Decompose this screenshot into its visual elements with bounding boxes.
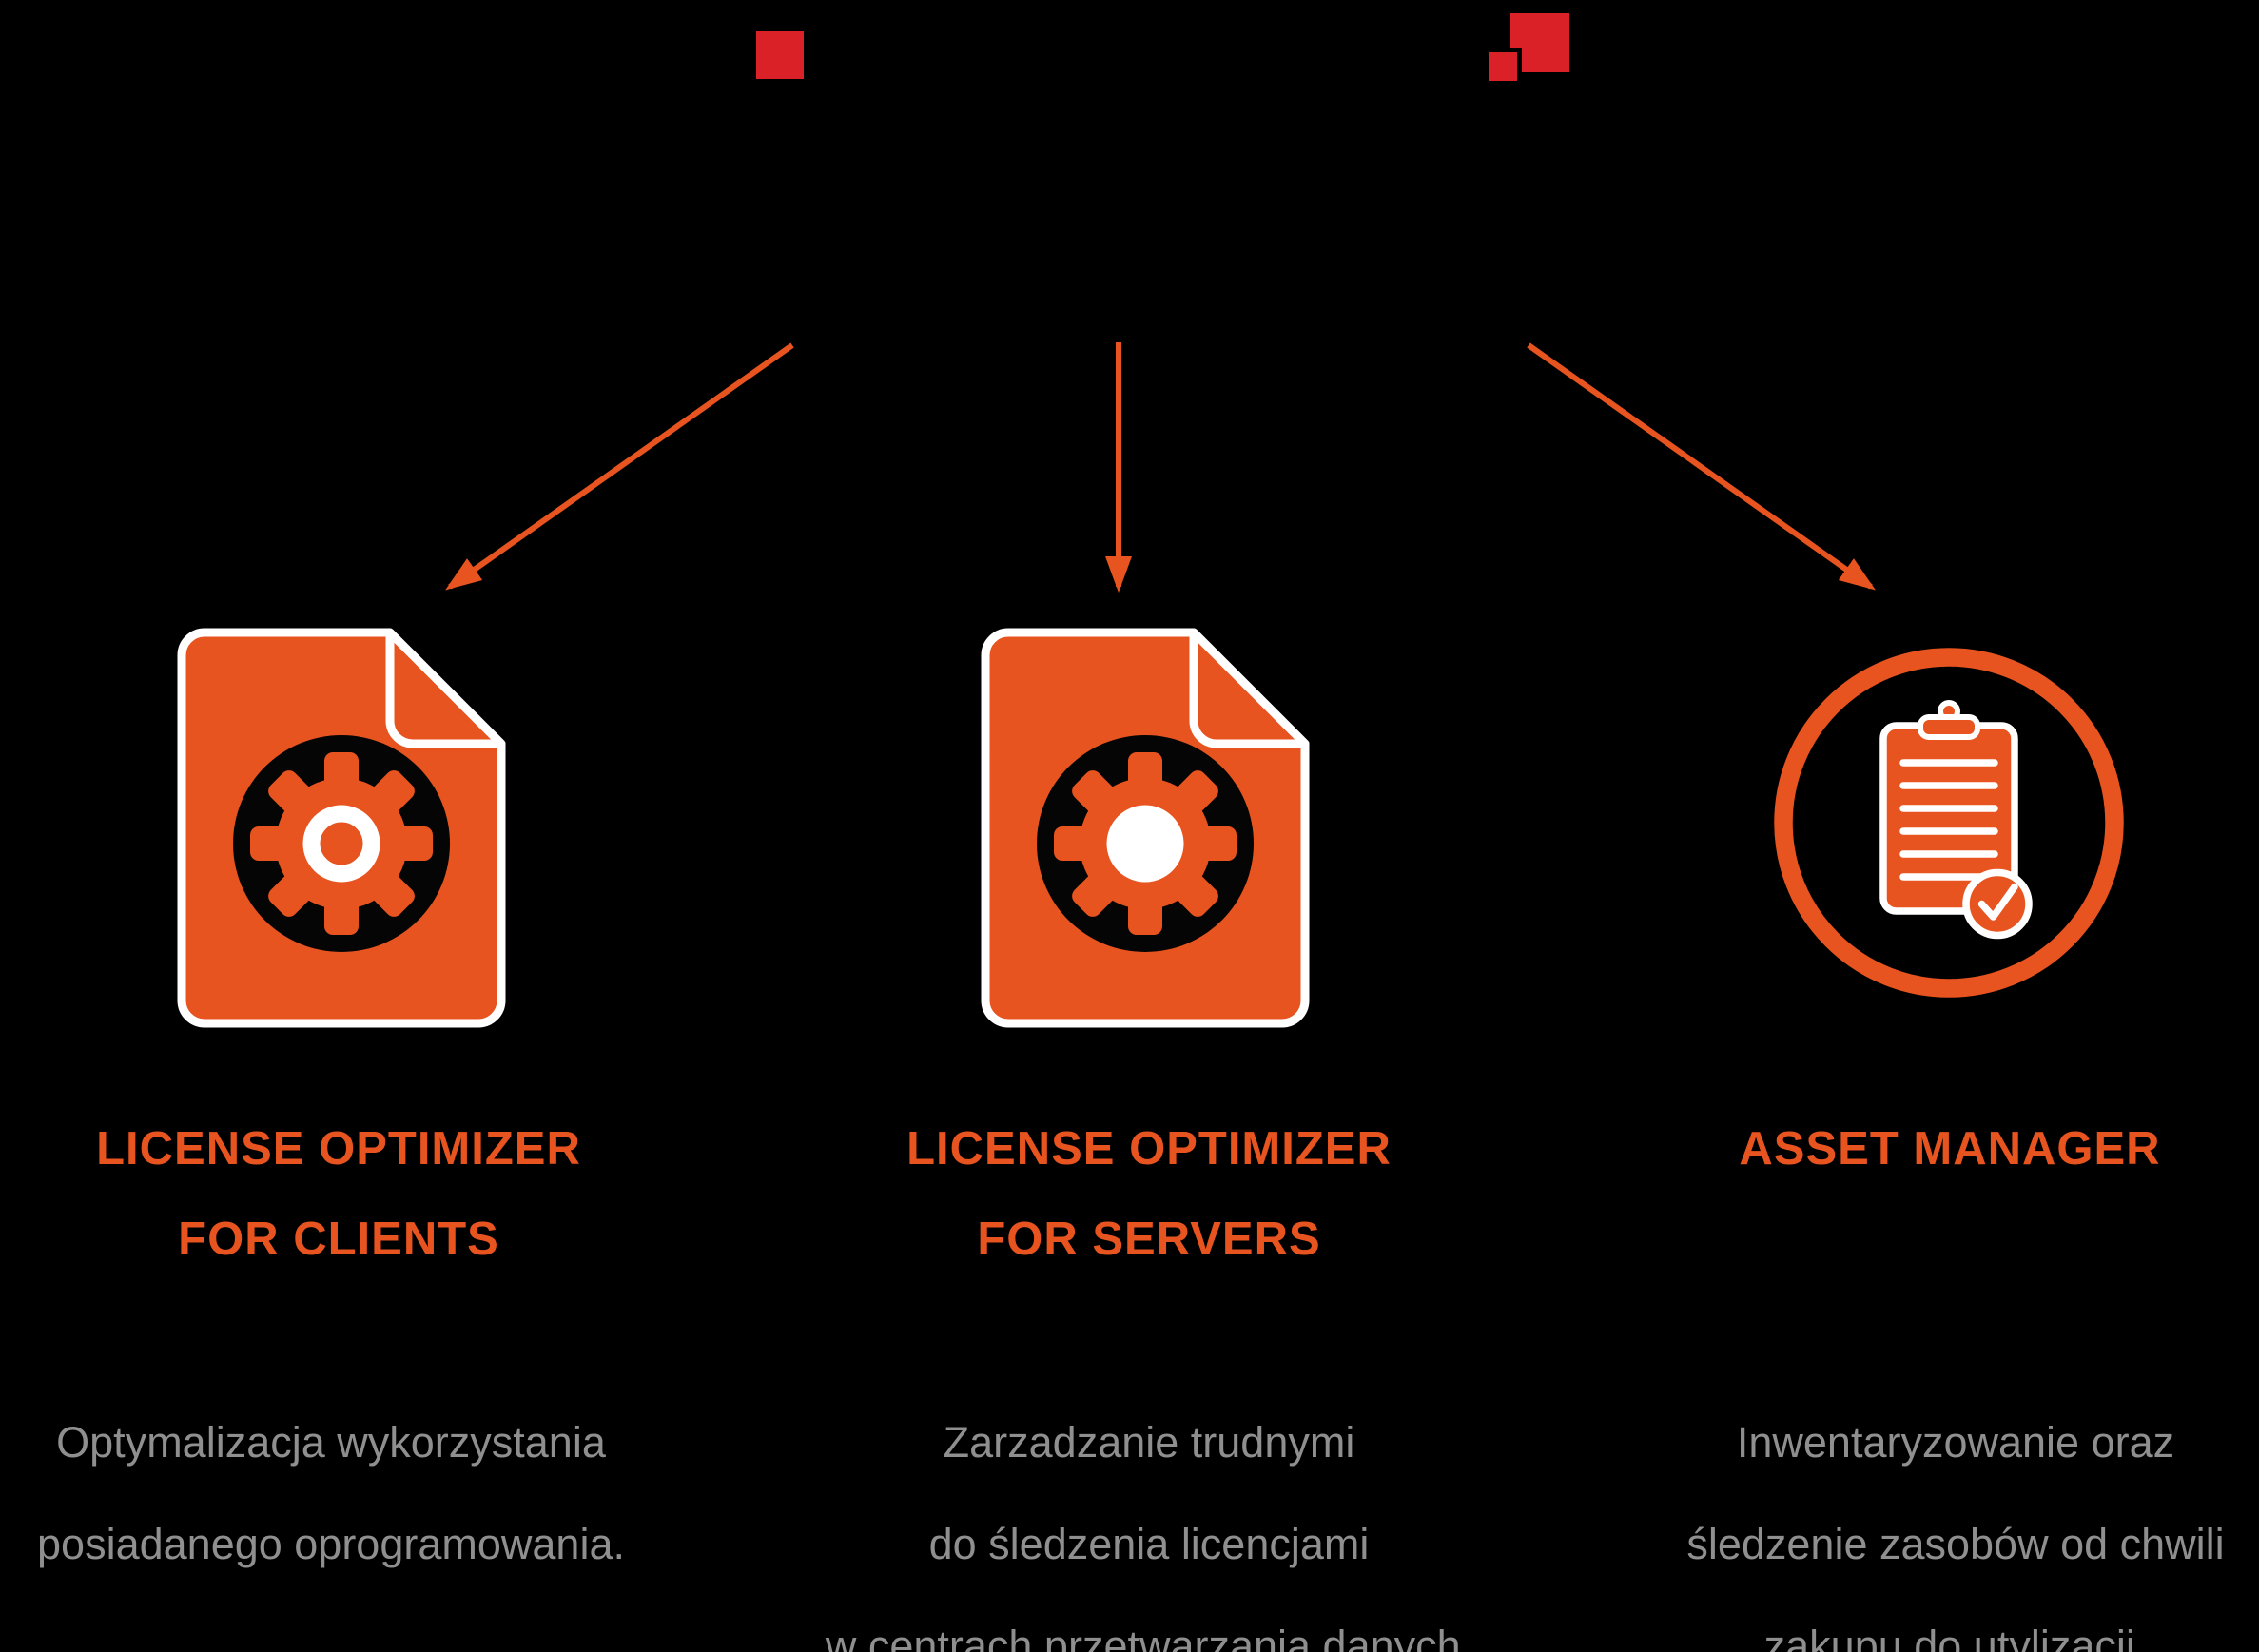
description-line: zakupu do utylizacji.	[1763, 1622, 2148, 1652]
description-line: do śledzenia licencjami	[928, 1520, 1370, 1568]
title-line: LICENSE OPTIMIZER	[96, 1123, 581, 1175]
document-gear-icon	[981, 628, 1310, 1028]
description-line: w centrach przetwarzania danych.	[825, 1622, 1473, 1652]
clipboard-check-icon	[1774, 648, 2124, 998]
description-line: Inwentaryzowanie oraz	[1736, 1418, 2175, 1467]
description-line: śledzenie zasobów od chwili	[1686, 1520, 2225, 1568]
product-title-license-optimizer-servers: LICENSE OPTIMIZER FOR SERVERS	[769, 1104, 1529, 1285]
product-description-asset-manager: Inwentaryzowanie oraz śledzenie zasobów …	[1566, 1391, 2259, 1652]
logo-accent-square-left	[756, 31, 804, 79]
description-line: Zarzadzanie trudnymi	[943, 1418, 1355, 1467]
arrow-to-asset-manager	[1527, 342, 1876, 591]
logo-accent-square-right-small	[1484, 48, 1522, 86]
gear-icon	[1054, 752, 1237, 935]
product-description-clients: Optymalizacja wykorzystania posiadanego …	[0, 1391, 721, 1595]
product-title-license-optimizer-clients: LICENSE OPTIMIZER FOR CLIENTS	[0, 1104, 719, 1285]
document-gear-icon	[177, 628, 506, 1028]
title-line: FOR SERVERS	[977, 1214, 1321, 1265]
title-line: LICENSE OPTIMIZER	[906, 1123, 1392, 1175]
product-description-servers: Zarzadzanie trudnymi do śledzenia licenc…	[759, 1391, 1539, 1652]
product-title-asset-manager: ASSET MANAGER	[1569, 1104, 2259, 1195]
description-line: posiadanego oprogramowania.	[37, 1520, 625, 1568]
gear-icon	[250, 752, 433, 935]
check-badge-icon	[1962, 868, 2033, 940]
title-line: ASSET MANAGER	[1739, 1123, 2161, 1175]
description-line: Optymalizacja wykorzystania	[56, 1418, 606, 1467]
clipboard-clip	[1918, 714, 1980, 740]
title-line: FOR CLIENTS	[178, 1214, 499, 1265]
arrow-to-clients	[445, 342, 794, 591]
